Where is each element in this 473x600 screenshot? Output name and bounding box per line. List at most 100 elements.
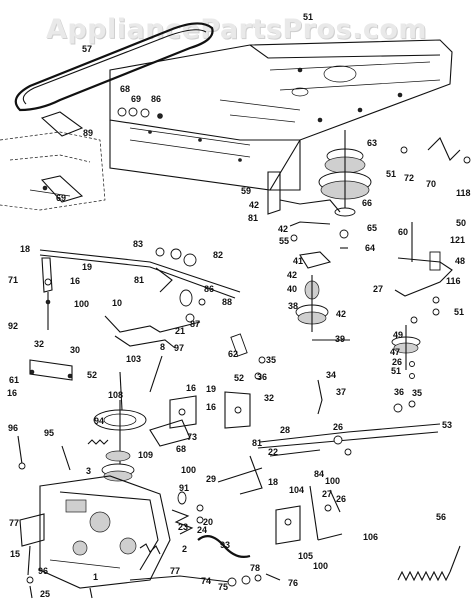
drive-belt (14, 22, 214, 112)
part-number-label: 105 (298, 551, 313, 561)
part-number-label: 72 (404, 173, 414, 183)
part-number-label: 19 (82, 262, 92, 272)
part-number-label: 49 (393, 330, 403, 340)
part-number-label: 27 (322, 489, 332, 499)
part-number-label: 20 (203, 517, 213, 527)
part-number-label: 47 (390, 347, 400, 357)
part-number-label: 92 (8, 321, 18, 331)
part-number-label: 41 (293, 256, 303, 266)
part-number-label: 71 (8, 275, 18, 285)
spring-70 (427, 137, 461, 161)
part-number-label: 62 (228, 349, 238, 359)
part-number-label: 16 (70, 276, 80, 286)
part-number-label: 15 (10, 549, 20, 559)
part-number-label: 74 (201, 576, 211, 586)
part-number-label: 40 (287, 284, 297, 294)
part-number-label: 89 (83, 128, 93, 138)
part-number-label: 68 (176, 444, 186, 454)
part-number-label: 75 (218, 582, 228, 592)
part-number-label: 73 (187, 432, 197, 442)
part-number-label: 88 (222, 297, 232, 307)
part-number-label: 81 (252, 438, 262, 448)
part-number-label: 16 (7, 388, 17, 398)
part-number-label: 104 (289, 485, 304, 495)
part-number-label: 3 (86, 466, 91, 476)
part-number-label: 109 (138, 450, 153, 460)
part-number-label: 36 (257, 372, 267, 382)
transaxle (19, 475, 171, 599)
part-number-label: 95 (44, 428, 54, 438)
part-number-label: 96 (38, 566, 48, 576)
part-number-label: 121 (450, 235, 465, 245)
part-number-label: 87 (190, 319, 200, 329)
part-number-label: 23 (178, 522, 188, 532)
part-number-label: 100 (313, 561, 328, 571)
deck-outline (0, 131, 106, 211)
part-number-label: 48 (455, 256, 465, 266)
part-number-label: 57 (82, 44, 92, 54)
part-number-label: 16 (206, 402, 216, 412)
part-number-label: 56 (436, 512, 446, 522)
part-number-label: 61 (9, 375, 19, 385)
part-number-label: 2 (182, 544, 187, 554)
part-number-label: 16 (186, 383, 196, 393)
part-number-label: 18 (268, 477, 278, 487)
part-number-label: 69 (131, 94, 141, 104)
part-number-label: 39 (335, 334, 345, 344)
part-number-label: 94 (94, 416, 104, 426)
part-number-label: 32 (264, 393, 274, 403)
part-number-label: 22 (268, 447, 278, 457)
part-number-label: 42 (249, 200, 259, 210)
part-number-label: 52 (234, 373, 244, 383)
part-number-label: 1 (93, 572, 98, 582)
part-number-label: 100 (325, 476, 340, 486)
part-number-label: 51 (391, 366, 401, 376)
part-number-label: 26 (392, 357, 402, 367)
part-number-label: 35 (412, 388, 422, 398)
extension-spring (397, 570, 451, 582)
part-number-label: 36 (394, 387, 404, 397)
part-number-label: 77 (170, 566, 180, 576)
part-number-label: 50 (456, 218, 466, 228)
part-number-label: 18 (20, 244, 30, 254)
part-number-label: 97 (174, 343, 184, 353)
part-number-label: 21 (175, 326, 185, 336)
part-number-label: 51 (303, 12, 313, 22)
part-number-label: 65 (367, 223, 377, 233)
part-number-label: 63 (367, 138, 377, 148)
part-number-label: 35 (266, 355, 276, 365)
part-number-label: 29 (206, 474, 216, 484)
part-number-label: 84 (314, 469, 324, 479)
pulley-assembly (318, 130, 372, 217)
part-number-label: 28 (280, 425, 290, 435)
part-number-label: 26 (336, 494, 346, 504)
part-number-label: 53 (442, 420, 452, 430)
lift-lever (41, 257, 53, 330)
part-number-label: 60 (398, 227, 408, 237)
part-number-label: 64 (365, 243, 375, 253)
part-number-label: 116 (446, 276, 461, 286)
part-number-label: 77 (9, 518, 19, 528)
part-number-label: 68 (120, 84, 130, 94)
part-number-label: 27 (373, 284, 383, 294)
chassis-frame (109, 39, 453, 191)
part-number-label: 38 (288, 301, 298, 311)
part-number-label: 34 (326, 370, 336, 380)
part-number-label: 108 (108, 390, 123, 400)
part-number-label: 30 (70, 345, 80, 355)
right-idler-assembly (391, 222, 453, 379)
idler-pulley (295, 251, 350, 341)
part-number-label: 103 (126, 354, 141, 364)
part-number-label: 32 (34, 339, 44, 349)
part-number-label: 66 (362, 198, 372, 208)
part-number-label: 100 (74, 299, 89, 309)
part-number-label: 59 (241, 186, 251, 196)
part-number-label: 8 (160, 342, 165, 352)
part-number-label: 86 (151, 94, 161, 104)
part-number-label: 91 (179, 483, 189, 493)
part-number-label: 55 (279, 236, 289, 246)
part-number-label: 52 (87, 370, 97, 380)
